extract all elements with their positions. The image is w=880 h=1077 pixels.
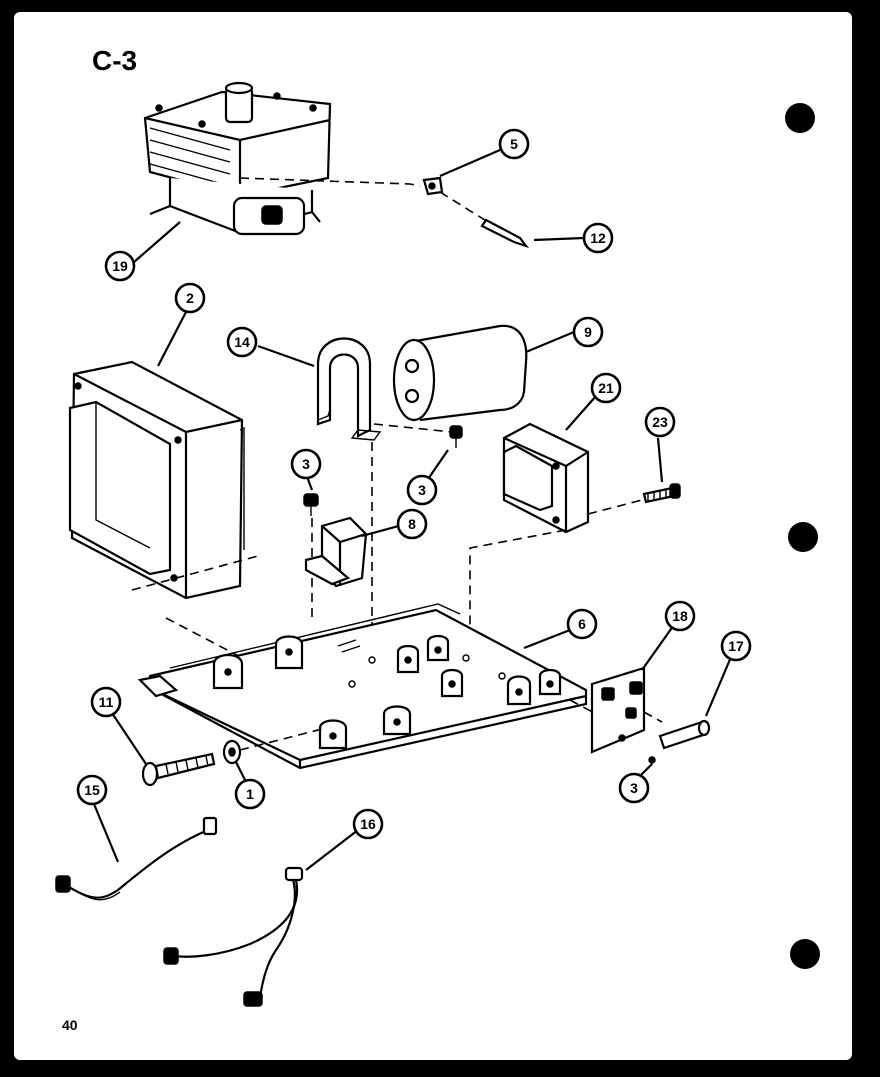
svg-text:8: 8 <box>408 516 416 532</box>
fuse-holder-board-part <box>590 666 646 754</box>
washer-part <box>222 739 242 765</box>
screw-part <box>303 493 319 516</box>
magnetron-part <box>143 81 332 236</box>
page-number: 40 <box>62 1017 78 1033</box>
screw-23-part <box>642 483 681 504</box>
binder-hole-top <box>785 103 815 133</box>
leader-dashed <box>643 711 663 723</box>
callout-11: 11 <box>90 686 122 718</box>
callout-2: 2 <box>174 282 206 314</box>
callout-12: 12 <box>582 222 614 254</box>
callout-21: 21 <box>590 372 622 404</box>
high-voltage-transformer-part <box>68 360 245 600</box>
callout-3: 3 <box>406 474 438 506</box>
svg-text:16: 16 <box>360 816 376 832</box>
svg-text:9: 9 <box>584 324 592 340</box>
thermal-fuse-part <box>422 176 444 196</box>
callout-9: 9 <box>572 316 604 348</box>
callout-5: 5 <box>498 128 530 160</box>
callout-23: 23 <box>644 406 676 438</box>
svg-text:6: 6 <box>578 616 586 632</box>
svg-text:5: 5 <box>510 136 518 152</box>
svg-text:15: 15 <box>84 782 100 798</box>
wire-harness-16-part <box>163 866 304 1007</box>
leader-dashed <box>439 191 489 223</box>
callout-18: 18 <box>664 600 696 632</box>
fuse-part <box>658 719 711 750</box>
capacitor-bracket-part <box>316 337 382 441</box>
binder-hole-middle <box>788 522 818 552</box>
high-voltage-capacitor-part <box>392 324 528 422</box>
svg-text:17: 17 <box>728 638 744 654</box>
leader-dashed <box>373 423 453 433</box>
screw-part <box>449 425 463 448</box>
callout-1: 1 <box>234 778 266 810</box>
svg-text:3: 3 <box>418 482 426 498</box>
callout-3: 3 <box>618 772 650 804</box>
svg-text:1: 1 <box>246 786 254 802</box>
leader-dashed <box>239 177 421 187</box>
callout-8: 8 <box>396 508 428 540</box>
leader-dashed <box>569 699 601 717</box>
svg-text:3: 3 <box>302 456 310 472</box>
callout-6: 6 <box>566 608 598 640</box>
svg-text:12: 12 <box>590 230 606 246</box>
leader-dashed <box>131 555 259 591</box>
binder-hole-bottom <box>790 939 820 969</box>
wire-harness-15-part <box>55 816 218 901</box>
callout-17: 17 <box>720 630 752 662</box>
svg-text:21: 21 <box>598 380 614 396</box>
svg-text:18: 18 <box>672 608 688 624</box>
callout-14: 14 <box>226 326 258 358</box>
diode-part <box>304 516 368 588</box>
callout-3: 3 <box>290 448 322 480</box>
svg-text:3: 3 <box>630 780 638 796</box>
svg-text:14: 14 <box>234 334 250 350</box>
leader-dashed <box>469 529 567 660</box>
callout-15: 15 <box>76 774 108 806</box>
screw-part <box>648 756 656 764</box>
diagram-title: C-3 <box>92 45 137 76</box>
svg-text:11: 11 <box>99 694 114 710</box>
svg-text:23: 23 <box>652 414 668 430</box>
probe-pin-part <box>480 218 529 249</box>
mounting-screw-part <box>141 752 216 787</box>
callout-19: 19 <box>104 250 136 282</box>
svg-text:19: 19 <box>112 258 128 274</box>
leader-dashed <box>587 499 643 515</box>
relay-part <box>502 422 590 534</box>
svg-text:2: 2 <box>186 290 194 306</box>
base-plate-part <box>137 603 588 770</box>
callout-16: 16 <box>352 808 384 840</box>
